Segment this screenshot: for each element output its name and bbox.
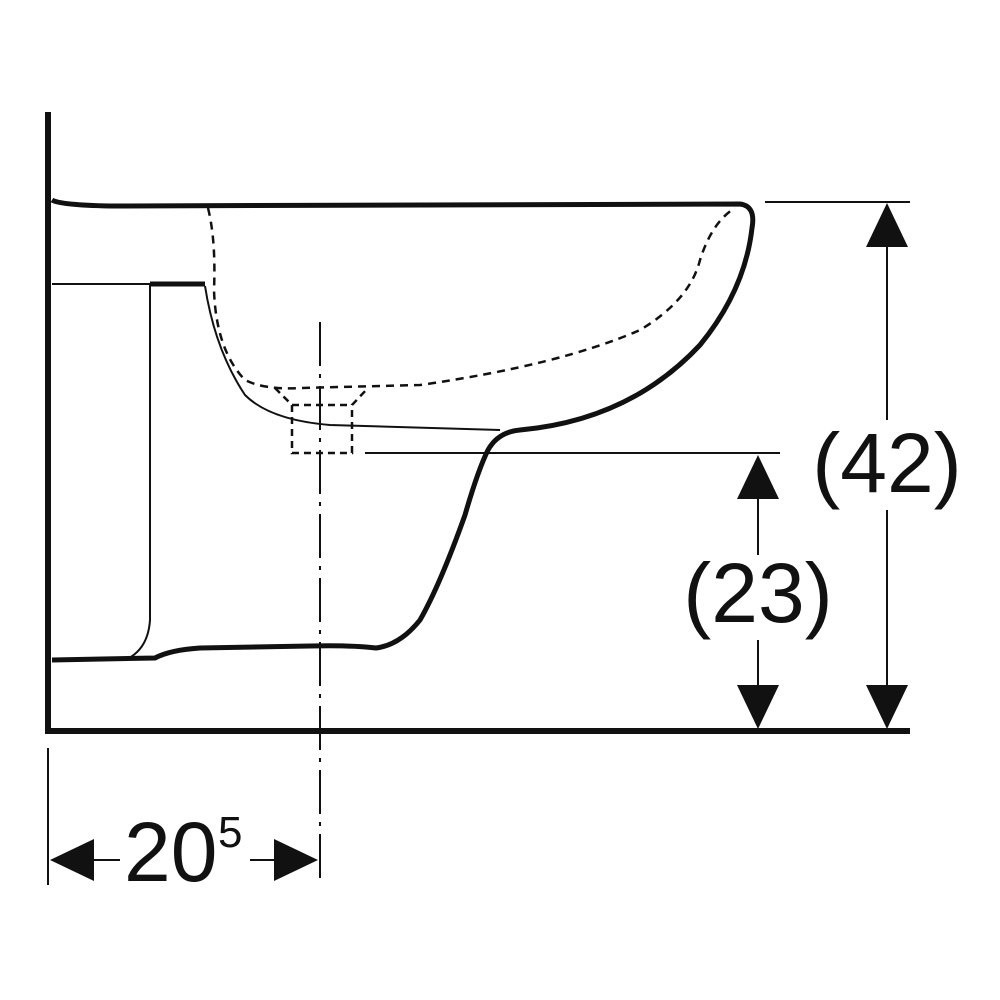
bowl-inner-line: [204, 285, 501, 431]
dimension-outlet-height: (23): [683, 455, 833, 729]
arrow-down-outlet: [737, 685, 779, 729]
label-outlet-height: (23): [683, 546, 832, 640]
label-height-total: (42): [812, 416, 961, 510]
mounting-line: [52, 283, 151, 661]
extension-lines: [47, 201, 910, 885]
label-axis-distance-superscript: 5: [218, 808, 242, 857]
arrow-right-axis: [274, 839, 318, 881]
drain-outlet-hidden: [274, 387, 369, 455]
wall-and-floor: [45, 112, 910, 734]
dimension-height-total: (42): [812, 203, 962, 729]
arrow-up-total: [866, 203, 908, 247]
arrow-down-total: [866, 685, 908, 729]
dimension-axis-distance: 20 5: [50, 805, 318, 899]
label-axis-distance: 20: [124, 805, 217, 899]
bowl-outline: [50, 197, 756, 663]
hidden-bowl-contour: [206, 206, 736, 390]
arrow-up-outlet: [737, 455, 779, 499]
arrow-left-axis: [50, 839, 94, 881]
